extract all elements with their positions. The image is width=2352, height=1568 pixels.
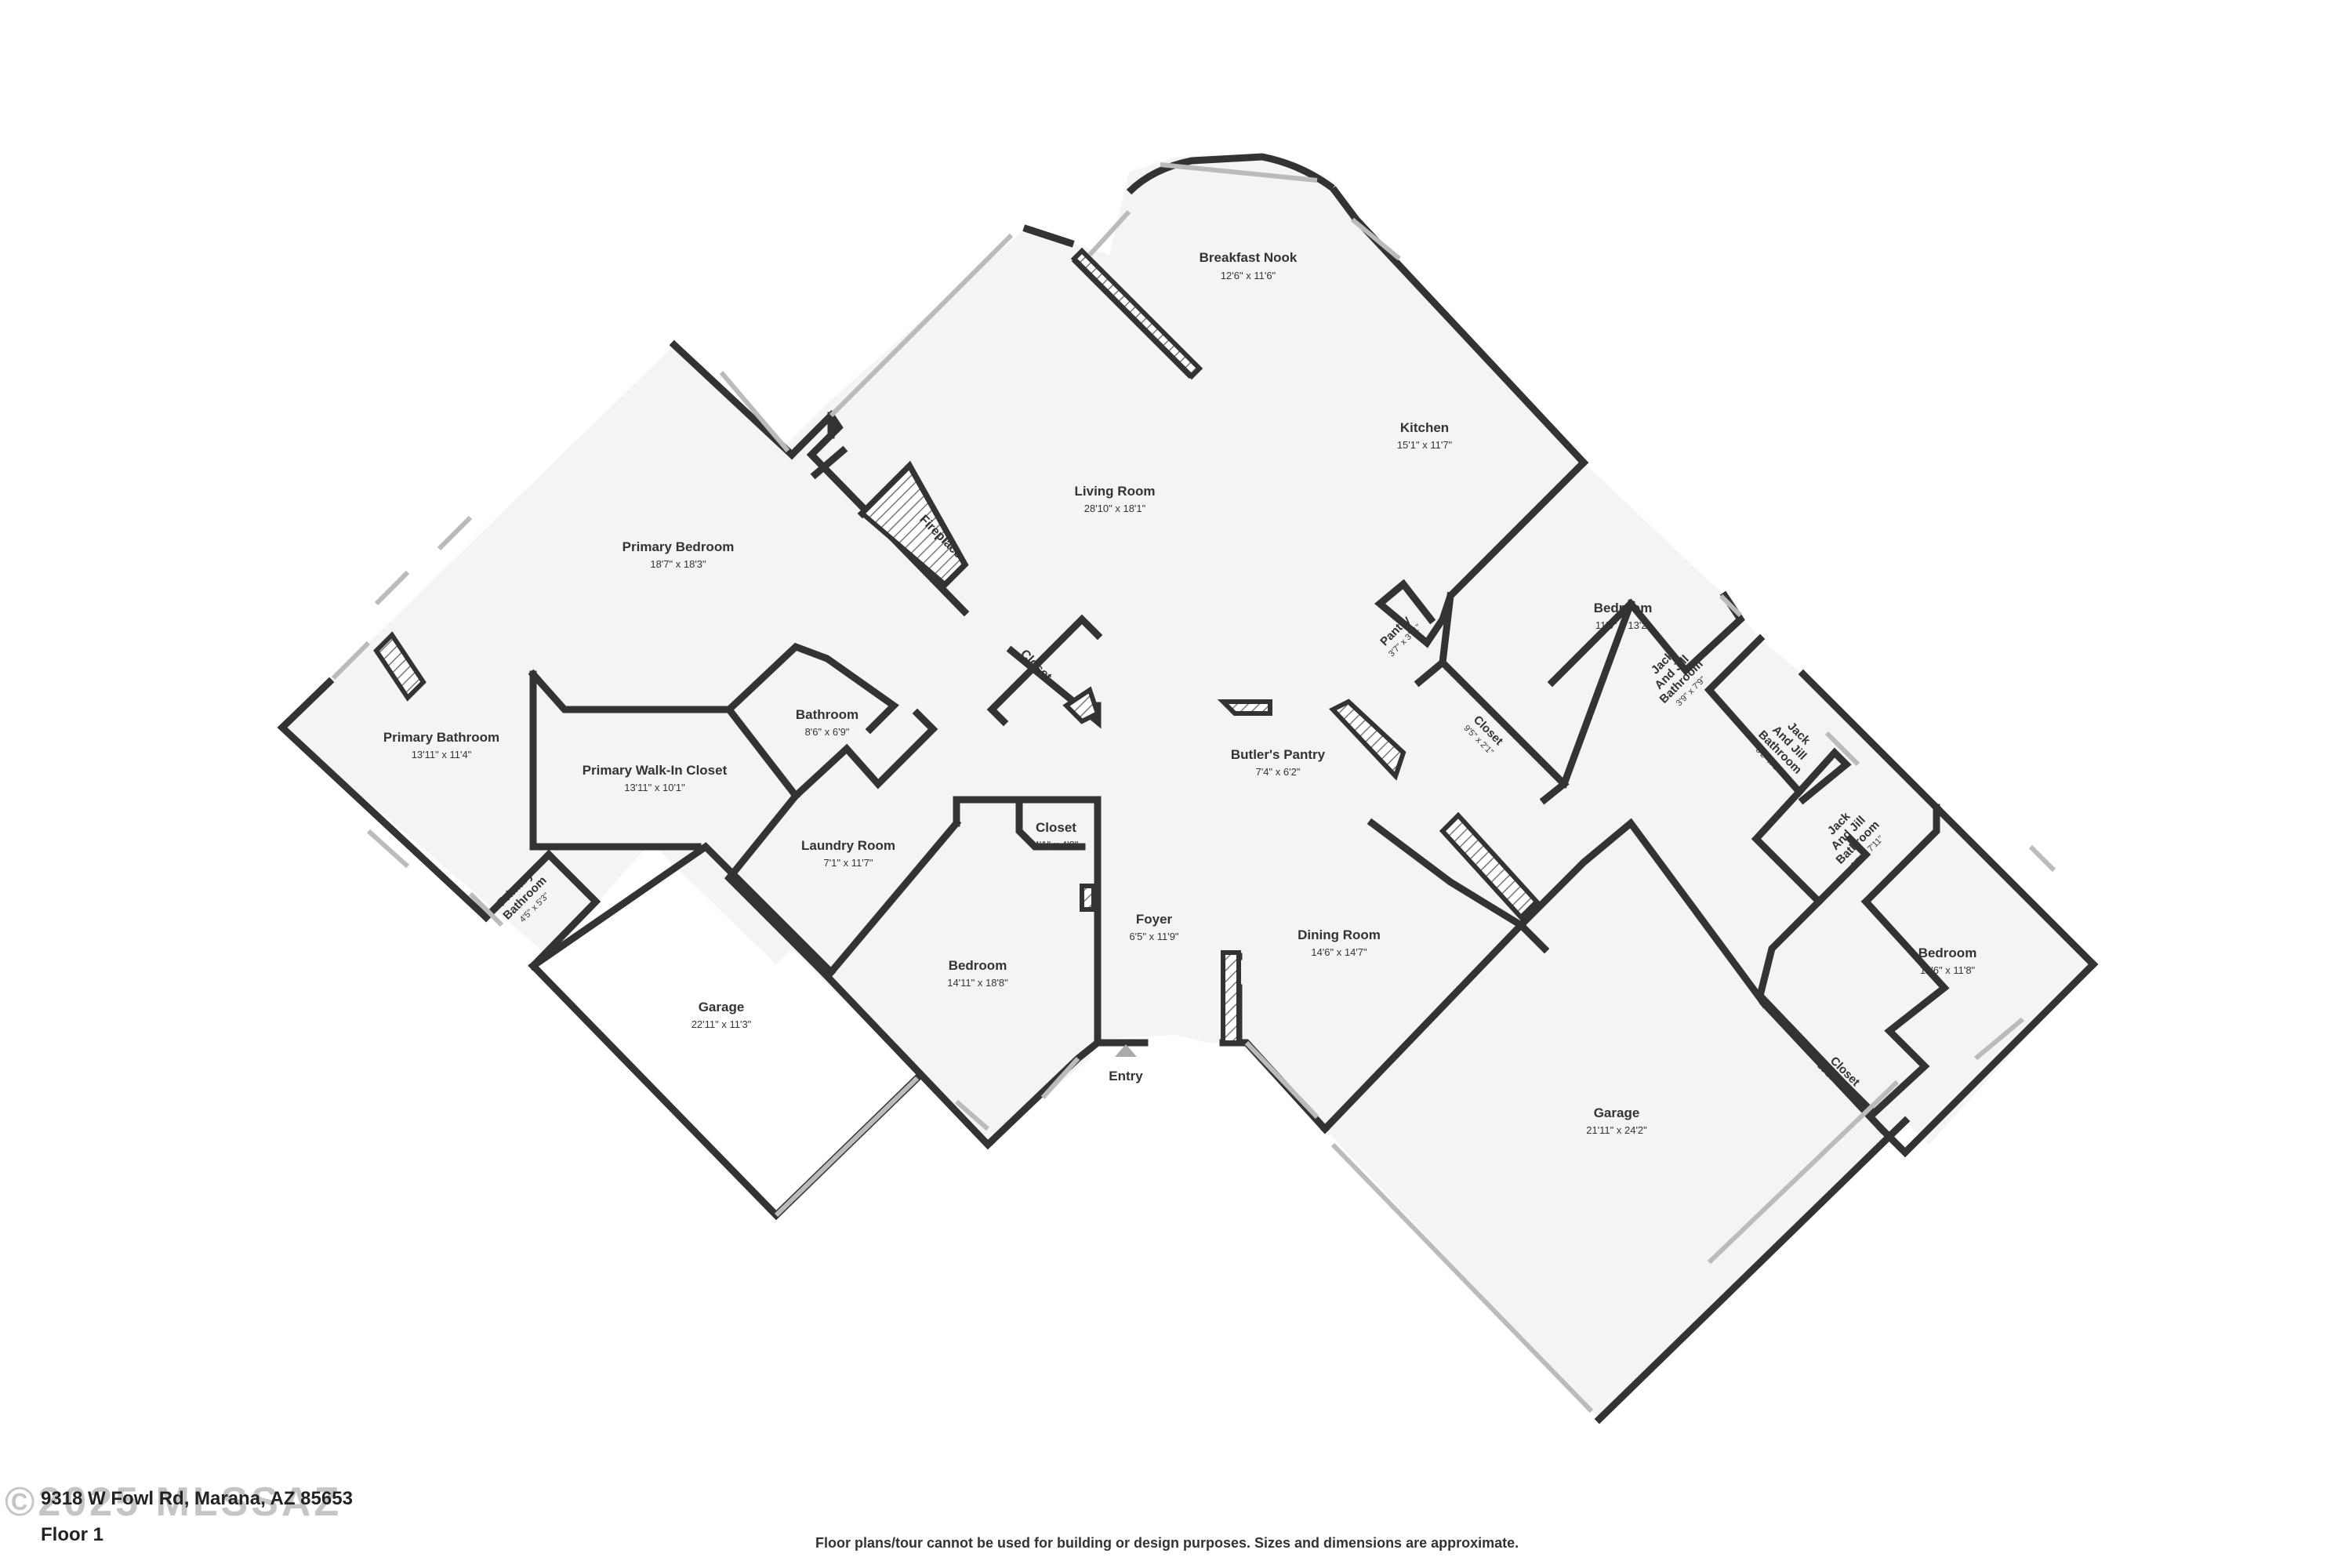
dining-room-dim: 14'6" x 14'7": [1311, 946, 1367, 958]
primary-bedroom-dim: 18'7" x 18'3": [650, 558, 706, 570]
butlers-pantry-dim: 7'4" x 6'2": [1256, 766, 1301, 778]
bathroom-name: Bathroom: [796, 707, 858, 722]
garage-right-dim: 21'11" x 24'2": [1586, 1124, 1647, 1136]
garage-right-name: Garage: [1594, 1105, 1640, 1120]
entry-marker: Entry: [1109, 1044, 1143, 1083]
floor-fill: [282, 154, 2093, 1419]
built-ins: [373, 247, 1541, 1045]
laundry-room-dim: 7'1" x 11'7": [823, 857, 873, 869]
bedroom-right-upper-dim: 11'0" x 13'2": [1595, 619, 1651, 631]
bedroom-right-upper-name: Bedroom: [1594, 601, 1653, 615]
primary-bathroom-name: Primary Bathroom: [383, 730, 499, 745]
foyer-name: Foyer: [1136, 912, 1173, 927]
bedroom-center-dim: 14'11" x 18'8": [947, 977, 1008, 989]
laundry-room-name: Laundry Room: [801, 838, 895, 853]
entry-label: Entry: [1109, 1069, 1143, 1083]
dining-room-name: Dining Room: [1298, 927, 1381, 942]
primary-walkin-dim: 13'11" x 10'1": [624, 782, 685, 793]
kitchen-dim: 15'1" x 11'7": [1397, 439, 1453, 451]
closet-small-name: Closet: [1036, 820, 1076, 835]
butlers-pantry-name: Butler's Pantry: [1231, 747, 1326, 762]
footer-address: 9318 W Fowl Rd, Marana, AZ 85653: [41, 1488, 353, 1509]
garage-left-name: Garage: [699, 1000, 745, 1014]
living-room-dim: 28'10" x 18'1": [1084, 503, 1146, 514]
foyer-dim: 6'5" x 11'9": [1129, 931, 1178, 942]
closet-small-dim: 4'1" x 4'8": [1034, 839, 1079, 851]
kitchen-name: Kitchen: [1400, 420, 1449, 435]
breakfast-nook-name: Breakfast Nook: [1200, 250, 1298, 265]
windows: [331, 162, 2056, 1414]
footer-floor: Floor 1: [41, 1524, 104, 1545]
watermark: ©2025 MLSSAZ: [5, 1479, 343, 1525]
living-room-name: Living Room: [1075, 484, 1156, 499]
primary-walkin-name: Primary Walk-In Closet: [583, 763, 728, 778]
footer-disclaimer: Floor plans/tour cannot be used for buil…: [815, 1535, 1519, 1551]
primary-bedroom-name: Primary Bedroom: [622, 539, 735, 554]
breakfast-nook-dim: 12'6" x 11'6": [1221, 270, 1276, 281]
bedroom-center-name: Bedroom: [949, 958, 1007, 973]
primary-bathroom-dim: 13'11" x 11'4": [412, 749, 472, 760]
entry-arrow-icon: [1115, 1044, 1137, 1057]
bedroom-right-lower-dim: 12'6" x 11'8": [1920, 964, 1976, 976]
bathroom-dim: 8'6" x 6'9": [805, 726, 850, 738]
bedroom-right-lower-name: Bedroom: [1918, 946, 1977, 960]
garage-left-dim: 22'11" x 11'3": [691, 1018, 752, 1030]
